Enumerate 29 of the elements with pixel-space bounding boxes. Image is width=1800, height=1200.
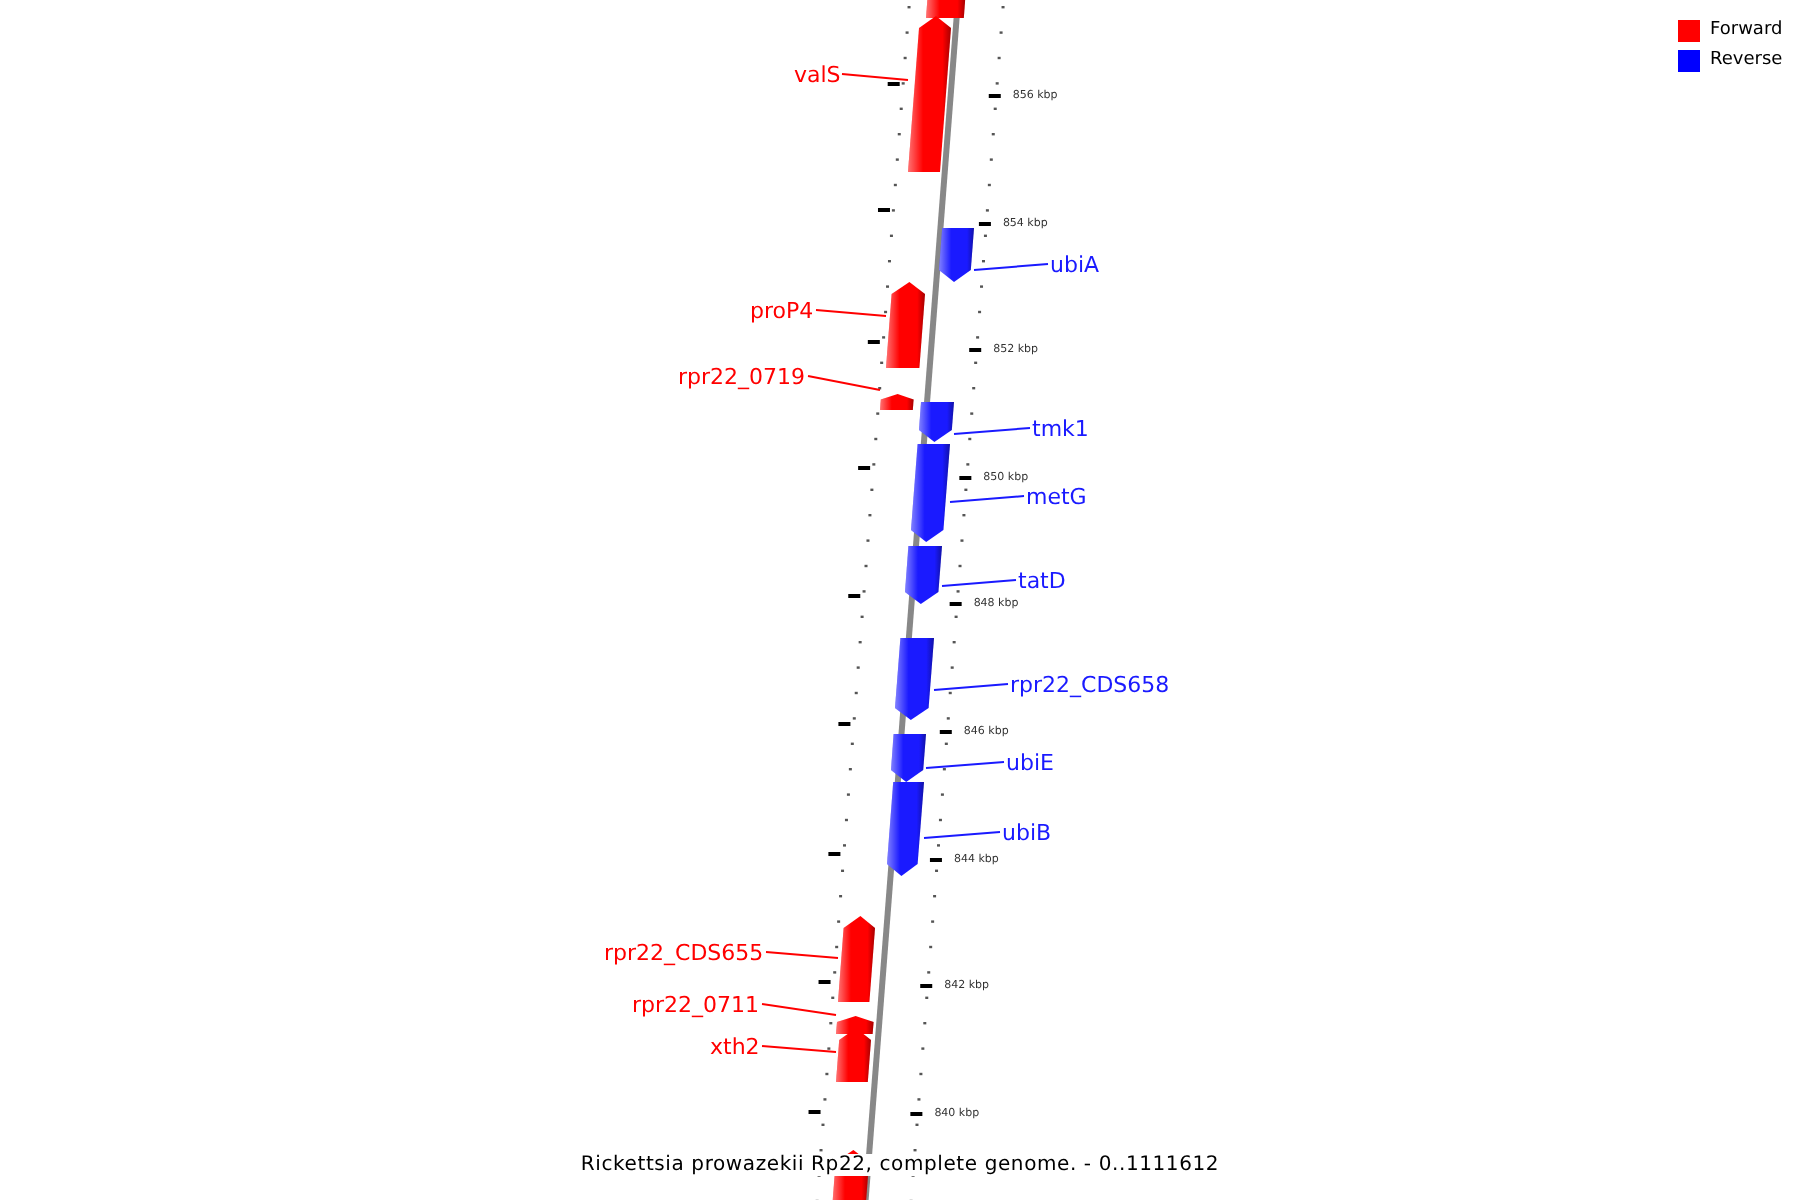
leader-line bbox=[761, 1003, 837, 1016]
leader-line bbox=[761, 1045, 837, 1053]
leader-line bbox=[941, 579, 1017, 587]
legend-label: Forward bbox=[1710, 18, 1783, 44]
leader-line bbox=[925, 761, 1005, 769]
gene-label: rpr22_0719 bbox=[678, 363, 806, 389]
leader-line bbox=[973, 263, 1049, 271]
gene-label: metG bbox=[1026, 483, 1087, 509]
gene-label: ubiB bbox=[1002, 819, 1052, 845]
leader-line bbox=[949, 495, 1025, 503]
leader-line bbox=[815, 309, 887, 317]
leader-line bbox=[953, 427, 1031, 435]
gene-label: valS bbox=[794, 61, 841, 87]
leader-line bbox=[765, 951, 839, 959]
gene-label: tatD bbox=[1018, 567, 1066, 593]
leader-line bbox=[807, 375, 881, 391]
gene-label: proP4 bbox=[750, 297, 814, 323]
caption: Rickettsia prowazekii Rp22, complete genome. - 0..1111612 bbox=[580, 1154, 1220, 1176]
legend-label: Reverse bbox=[1710, 48, 1783, 74]
gene-label: tmk1 bbox=[1032, 415, 1089, 441]
gene-label: rpr22_CDS658 bbox=[1010, 671, 1170, 697]
gene-label: rpr22_CDS655 bbox=[604, 939, 764, 965]
gene-label: xth2 bbox=[710, 1033, 760, 1059]
leader-line bbox=[933, 683, 1009, 691]
gene-label: rpr22_0711 bbox=[632, 991, 760, 1017]
gene-label: ubiA bbox=[1050, 251, 1100, 277]
leader-line bbox=[923, 831, 1001, 839]
gene-label: ubiE bbox=[1006, 749, 1054, 775]
leader-line bbox=[841, 73, 909, 81]
